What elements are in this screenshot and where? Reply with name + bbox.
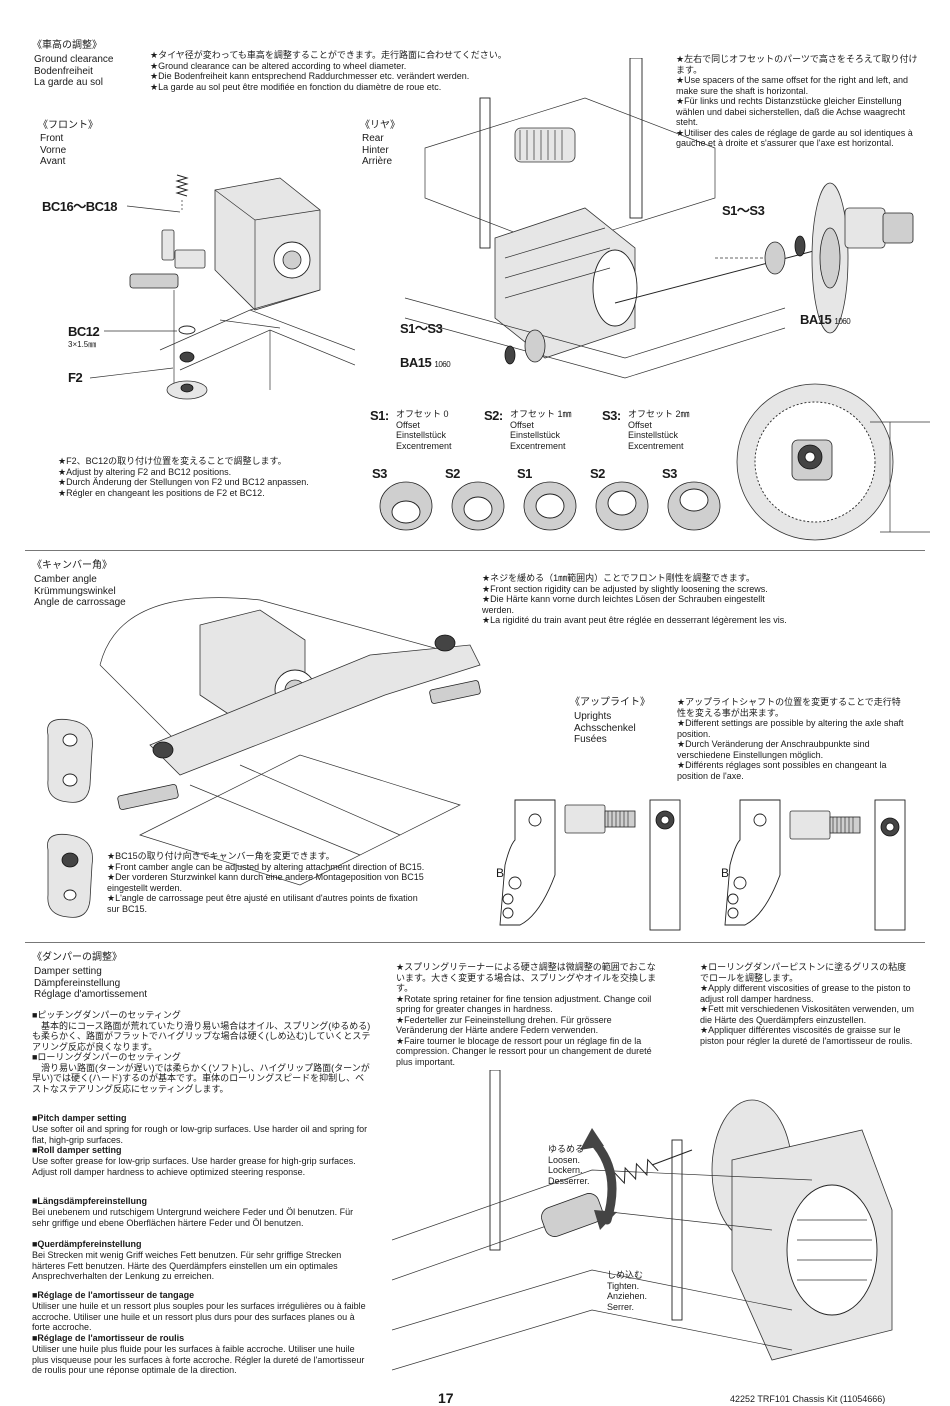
- quer-body: Bei Strecken mit wenig Griff weiches Fet…: [32, 1250, 342, 1281]
- offset-s1-code: S1:: [370, 408, 389, 423]
- bc15-note: ★BC15の取り付け向きでキャンバー角を変更できます。 ★Front cambe…: [107, 851, 425, 914]
- damper-heading: Damper setting Dämpfereinstellung Réglag…: [34, 966, 148, 1000]
- kit-reference: 42252 TRF101 Chassis Kit (11054666): [730, 1394, 886, 1404]
- damper-assembly-drawing: [392, 1070, 893, 1371]
- part-s1s3-right-label: S1〜S3: [722, 203, 765, 218]
- rear-suspension-drawing: [404, 58, 914, 379]
- spacer-label: S2: [445, 466, 460, 481]
- quer-title: ■Querdämpfereinstellung: [32, 1239, 142, 1249]
- camber-assembly-drawing: [99, 597, 481, 886]
- section-divider: [25, 942, 925, 943]
- part-bc16-label: BC16〜BC18: [42, 199, 117, 214]
- roulis-body: Utiliser une huile plus fluide pour les …: [32, 1344, 365, 1375]
- ground-notes: ★タイヤ径が変わっても車高を調整することができます。走行路面に合わせてください。…: [150, 50, 507, 92]
- damper-body-jp: ■ピッチングダンパーのセッティング 基本的にコース路面が荒れていたり滑り易い場合…: [32, 1010, 371, 1094]
- ground-heading-jp: 《車高の調整》: [32, 40, 102, 51]
- bc16-leader-line: [126, 205, 181, 213]
- grease-note: ★ローリングダンパーピストンに塗るグリスの粘度でロールを調整します。 ★Appl…: [700, 962, 915, 1046]
- tangage-title: ■Réglage de l'amortisseur de tangage: [32, 1290, 195, 1300]
- screw-note: ★ネジを緩める（1㎜範囲内）ことでフロント剛性を調整できます。 ★Front s…: [482, 573, 787, 625]
- roll-body: Use softer grease for low-grip surfaces.…: [32, 1156, 356, 1177]
- tangage-body: Utiliser une huile et un ressort plus so…: [32, 1301, 366, 1332]
- uprights-notes: ★アップライトシャフトの位置を変更することで走行特性を変える事が出来ます。 ★D…: [677, 697, 904, 781]
- offset-s3-text: オフセット 2㎜ Offset Einstellstück Excentreme…: [628, 409, 690, 451]
- offset-s3-code: S3:: [602, 408, 621, 423]
- upright-diagrams: [499, 799, 906, 931]
- bc15-part-icon-alt: [47, 833, 93, 918]
- bc12-leader-line: [104, 330, 177, 332]
- offset-s2-code: S2:: [484, 408, 503, 423]
- front-heading: Front Vorne Avant: [40, 133, 67, 167]
- part-f2-label: F2: [68, 370, 83, 385]
- camber-heading-jp: 《キャンバー角》: [32, 560, 112, 571]
- part-ba15-left-label: BA15 1060: [400, 355, 451, 370]
- rear-heading: Rear Hinter Arrière: [362, 133, 393, 167]
- camber-heading: Camber angle Krümmungswinkel Angle de ca…: [34, 574, 126, 608]
- part-bc12-label: BC12: [68, 324, 100, 339]
- uprights-heading-jp: 《アップライト》: [570, 697, 650, 708]
- upright-mark-b: B: [721, 866, 730, 880]
- ground-heading: Ground clearance Bodenfreiheit La garde …: [34, 54, 114, 88]
- section-divider: [25, 550, 925, 551]
- spacer-label: S2: [590, 466, 605, 481]
- gear-closeup-detail: [736, 383, 930, 541]
- spacer-diagram: [379, 481, 721, 531]
- front-note: ★F2、BC12の取り付け位置を変えることで調整します。 ★Adjust by …: [58, 456, 309, 498]
- spacer-label: S3: [372, 466, 387, 481]
- part-bc12-size: 3×1.5㎜: [68, 340, 97, 349]
- damper-heading-jp: 《ダンパーの調整》: [32, 952, 122, 963]
- spacer-note: ★左右で同じオフセットのパーツで高さをそろえて取り付けます。 ★Use spac…: [676, 54, 918, 148]
- spring-note: ★スプリングリテーナーによる硬さ調整は微調整の範囲でおこないます。大きく変更する…: [396, 962, 657, 1067]
- spacer-label: S1: [517, 466, 532, 481]
- roll-title: ■Roll damper setting: [32, 1145, 122, 1155]
- laengs-body: Bei unebenem und rutschigem Untergrund w…: [32, 1207, 354, 1228]
- uprights-heading: Uprights Achsschenkel Fusées: [574, 711, 636, 745]
- f2-leader-line: [89, 367, 174, 379]
- upright-mark-b: B: [496, 866, 505, 880]
- page-number: 17: [438, 1390, 454, 1406]
- loosen-label: ゆるめる Loosen. Lockern. Desserrer.: [548, 1144, 590, 1186]
- bc15-part-icon: [47, 718, 93, 803]
- front-heading-jp: 《フロント》: [38, 120, 98, 131]
- part-ba15-right-label: BA15 1060: [800, 312, 851, 327]
- front-suspension-drawing: [129, 174, 355, 400]
- part-s1s3-left-label: S1〜S3: [400, 321, 443, 336]
- offset-s1-text: オフセット 0 Offset Einstellstück Excentremen…: [396, 409, 452, 451]
- pitch-title: ■Pitch damper setting: [32, 1113, 127, 1123]
- laengs-title: ■Längsdämpfereinstellung: [32, 1196, 147, 1206]
- roulis-title: ■Réglage de l'amortisseur de roulis: [32, 1333, 185, 1343]
- pitch-body: Use softer oil and spring for rough or l…: [32, 1124, 368, 1145]
- spacer-label: S3: [662, 466, 677, 481]
- rear-heading-jp: 《リヤ》: [360, 120, 400, 131]
- tighten-label: しめ込む Tighten. Anziehen. Serrer.: [607, 1270, 648, 1312]
- offset-s2-text: オフセット 1㎜ Offset Einstellstück Excentreme…: [510, 409, 572, 451]
